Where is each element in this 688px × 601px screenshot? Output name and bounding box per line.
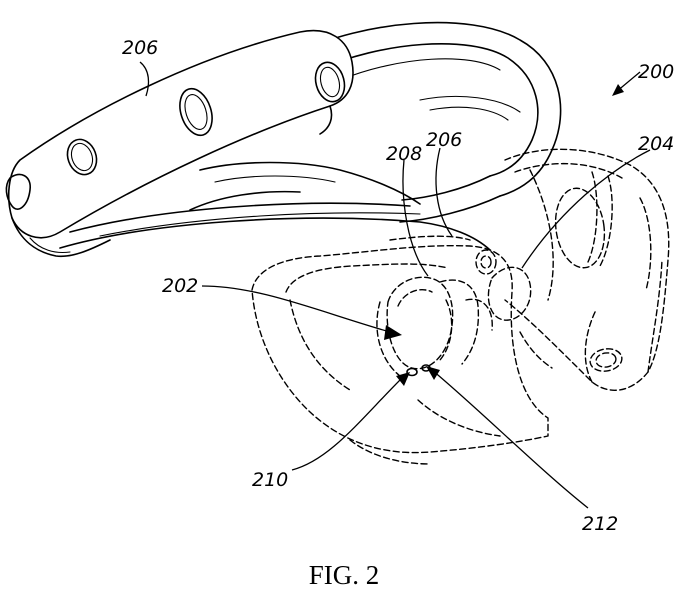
label-208: 208 (386, 143, 422, 165)
display-unit (504, 148, 670, 391)
arrowhead-202 (384, 325, 402, 340)
arrowhead-212 (426, 366, 440, 380)
rear-strap (299, 21, 562, 223)
arrowhead-210 (396, 372, 410, 386)
leader-208 (402, 159, 429, 277)
label-200: 200 (638, 61, 674, 83)
headband-front (5, 29, 354, 258)
leader-210 (291, 377, 403, 471)
label-206-top: 206 (122, 37, 158, 59)
label-206-inner: 206 (426, 129, 462, 151)
label-204: 204 (638, 133, 674, 155)
leader-lines (139, 61, 651, 509)
label-212: 212 (582, 513, 618, 535)
leader-206-top (139, 61, 150, 97)
leader-204 (521, 149, 651, 269)
arrowhead-200 (612, 84, 624, 96)
leader-202 (201, 285, 391, 333)
label-202: 202 (162, 275, 198, 297)
lens (386, 276, 454, 377)
label-210: 210 (252, 469, 288, 491)
leader-212 (431, 369, 589, 509)
leader-206-inner (435, 147, 453, 237)
figure-caption: FIG. 2 (308, 560, 380, 590)
light-seal (251, 235, 553, 465)
side-strap (59, 161, 491, 251)
